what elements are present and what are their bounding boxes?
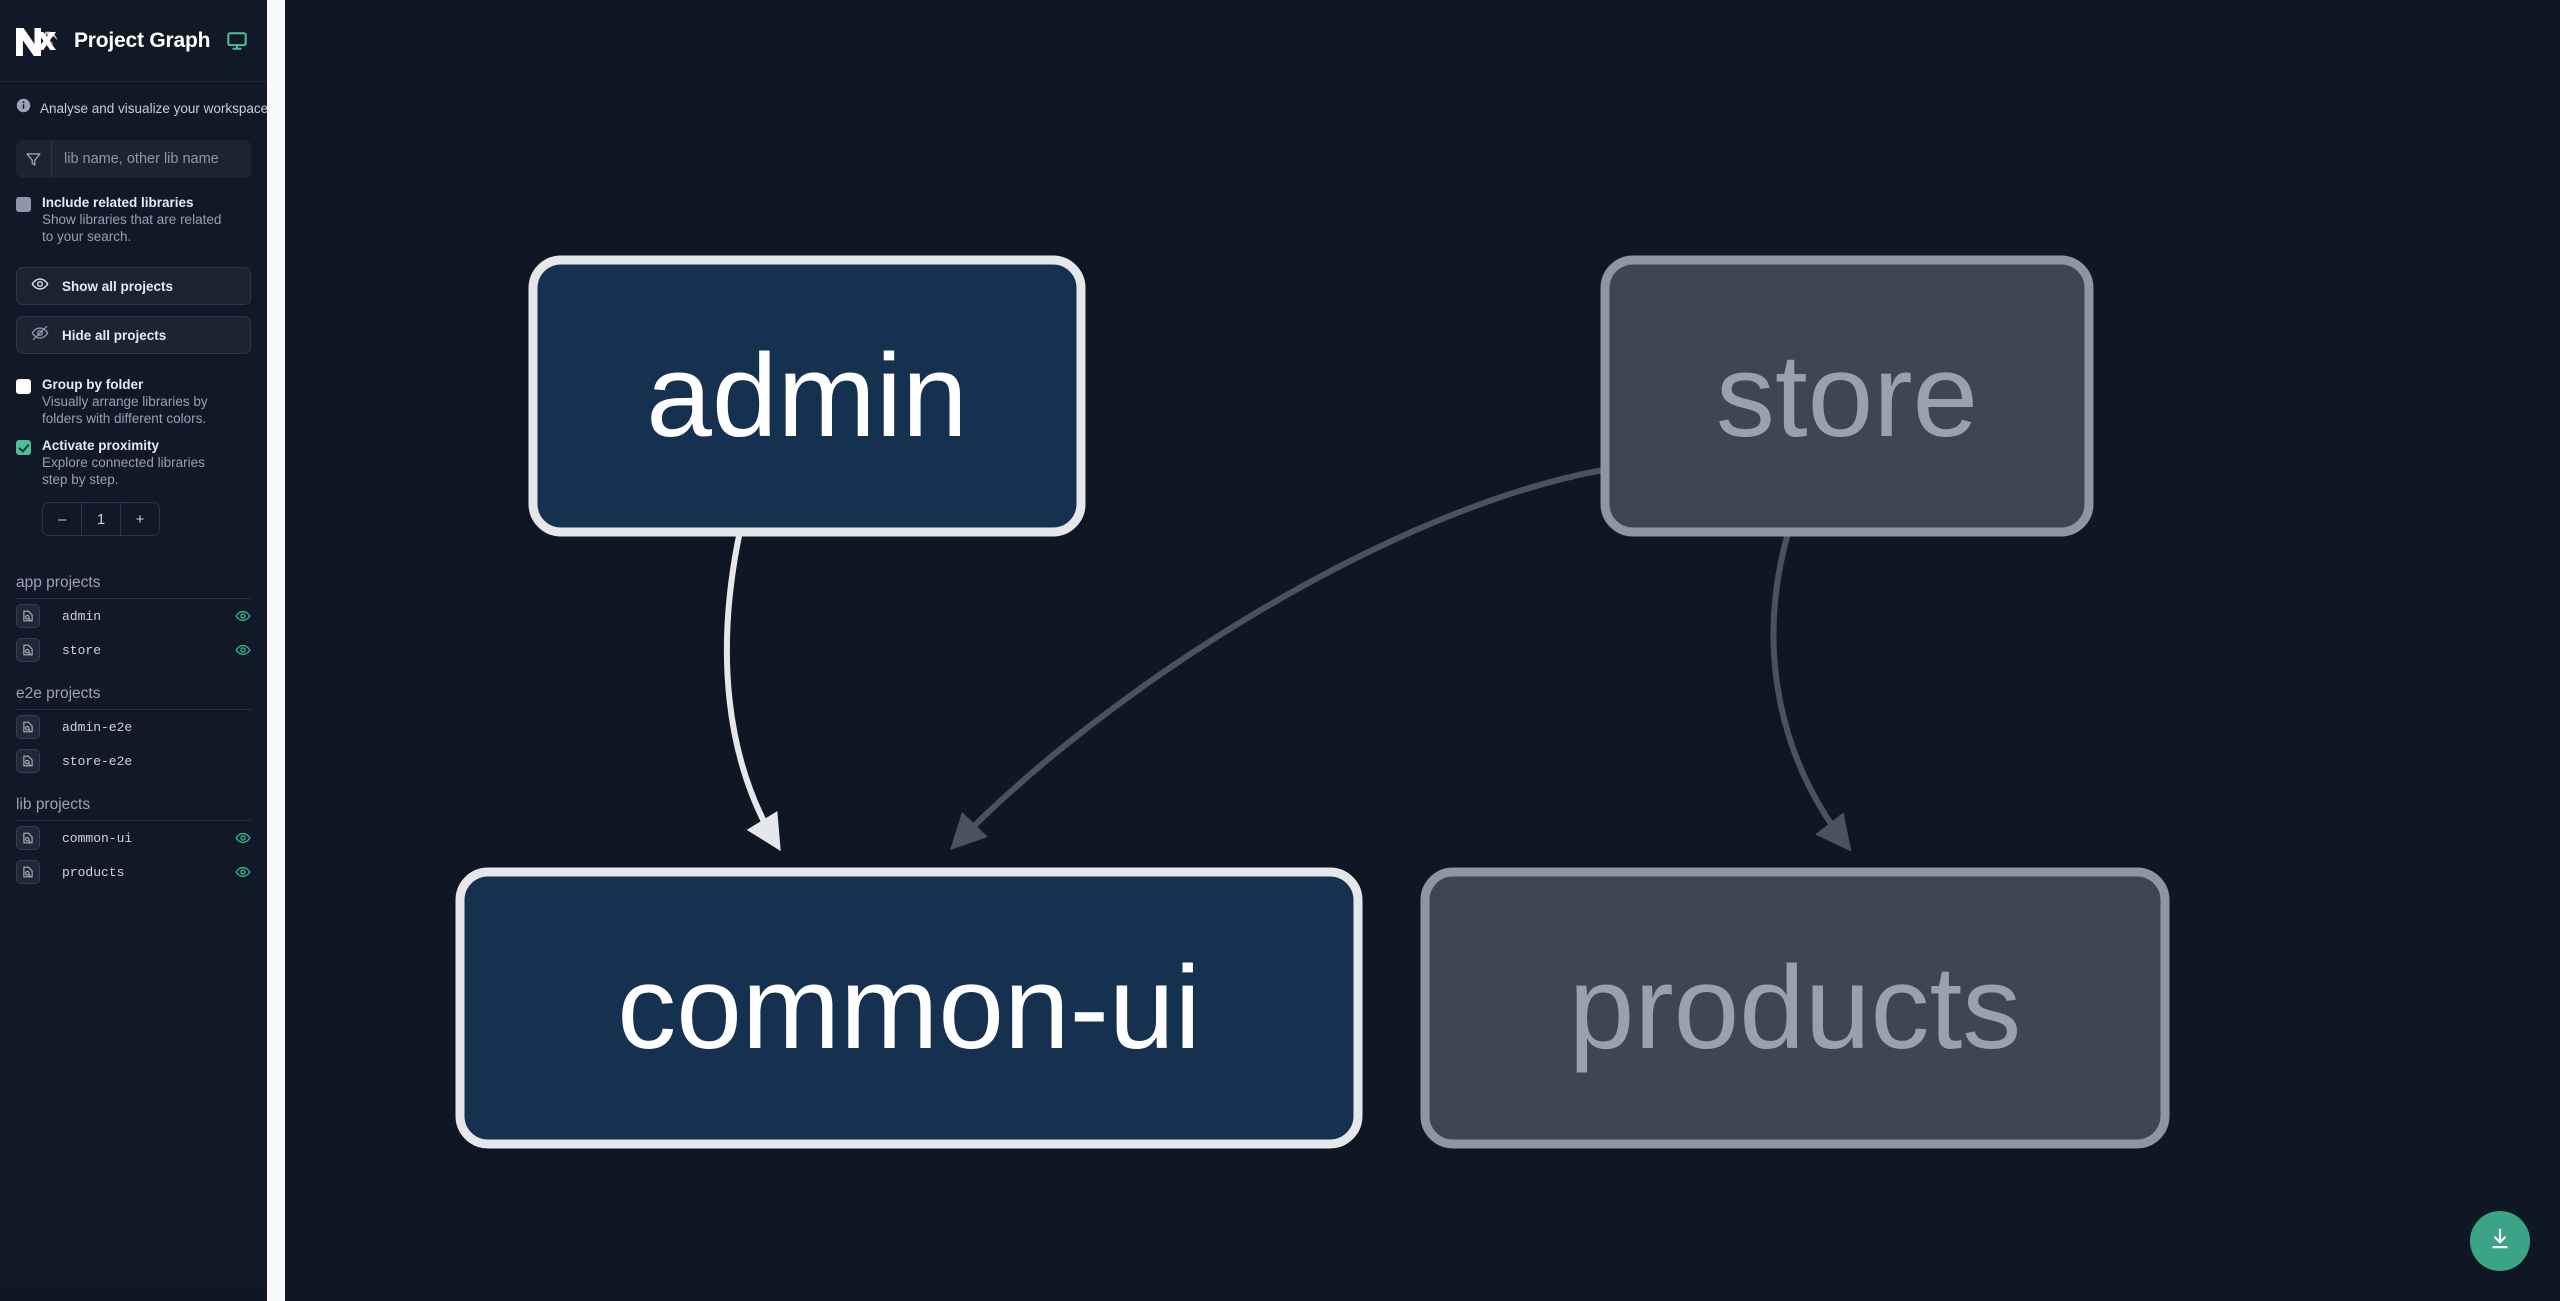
lib-project-icon — [16, 860, 40, 884]
app-project-icon — [16, 604, 40, 628]
lib-project-icon — [16, 826, 40, 850]
graph-nodes: admin store comm — [455, 255, 2170, 1149]
divider — [16, 598, 251, 599]
project-visibility-eye-icon[interactable] — [235, 830, 251, 846]
graph-node-store[interactable]: store — [1600, 255, 2094, 537]
show-all-projects-label: Show all projects — [62, 278, 174, 294]
project-row-store-e2e[interactable]: store-e2e — [0, 744, 267, 778]
option-label: Group by folder — [42, 377, 144, 392]
project-row-admin-e2e[interactable]: admin-e2e — [0, 710, 267, 744]
option-label: Include related libraries — [42, 195, 194, 210]
eye-off-icon — [31, 324, 49, 347]
project-group-app: app projects admin — [0, 574, 267, 667]
node-label-store: store — [1715, 330, 1979, 462]
project-visibility-eye-icon[interactable] — [235, 864, 251, 880]
search-input[interactable] — [52, 140, 251, 178]
sidebar-divider — [267, 0, 285, 1301]
option-description: Explore connected libraries step by step… — [42, 455, 205, 487]
page-title: Project Graph — [74, 28, 211, 52]
divider — [16, 709, 251, 710]
project-name: admin — [62, 608, 102, 624]
option-label: Activate proximity — [42, 438, 160, 453]
proximity-increment-button[interactable]: + — [120, 503, 159, 535]
search-box[interactable] — [16, 140, 251, 178]
sidebar: Project Graph Analyse and visualize your… — [0, 0, 267, 1290]
option-activate-proximity[interactable]: Activate proximity Explore connected lib… — [0, 437, 267, 488]
sidebar-header: Project Graph — [0, 0, 267, 82]
project-name: store-e2e — [62, 753, 133, 769]
edge-store-to-common-ui — [949, 467, 1604, 851]
project-name: products — [62, 864, 125, 880]
graph-edges — [723, 467, 1852, 852]
project-name: common-ui — [62, 830, 133, 846]
app-project-icon — [16, 715, 40, 739]
hide-all-projects-label: Hide all projects — [62, 327, 167, 343]
proximity-stepper[interactable]: – 1 + — [42, 502, 160, 536]
project-row-common-ui[interactable]: common-ui — [0, 821, 267, 855]
project-row-products[interactable]: products — [0, 855, 267, 889]
app-project-icon — [16, 749, 40, 773]
project-group-e2e: e2e projects admin-e2e — [0, 685, 267, 778]
download-button[interactable] — [2470, 1211, 2530, 1271]
show-all-projects-button[interactable]: Show all projects — [16, 267, 251, 305]
group-title: lib projects — [16, 796, 91, 813]
nx-logo-icon — [14, 24, 60, 58]
node-label-products: products — [1568, 942, 2022, 1074]
app-project-icon — [16, 638, 40, 662]
project-name: store — [62, 642, 102, 658]
project-graph-canvas[interactable]: admin store comm — [285, 0, 2560, 1301]
group-title: e2e projects — [16, 685, 101, 702]
project-group-lib: lib projects common-ui — [0, 796, 267, 889]
option-description: Show libraries that are related to your … — [42, 212, 222, 244]
project-visibility-eye-icon[interactable] — [235, 608, 251, 624]
divider — [16, 820, 251, 821]
info-icon — [16, 98, 31, 118]
checkbox-group-by-folder[interactable] — [16, 379, 31, 394]
edge-store-to-products — [1770, 532, 1852, 852]
sidebar-subtitle: Analyse and visualize your workspace. — [40, 100, 267, 116]
project-visibility-eye-icon[interactable] — [235, 642, 251, 658]
project-row-admin[interactable]: admin — [0, 599, 267, 633]
search-wrap — [0, 126, 267, 178]
group-title: app projects — [16, 574, 101, 591]
option-include-related-libraries[interactable]: Include related libraries Show libraries… — [0, 178, 267, 245]
project-row-store[interactable]: store — [0, 633, 267, 667]
checkbox-include-related-libraries[interactable] — [16, 197, 31, 212]
graph-node-admin[interactable]: admin — [528, 255, 1086, 537]
download-icon — [2487, 1226, 2513, 1257]
option-description: Visually arrange libraries by folders wi… — [42, 394, 208, 426]
proximity-value: 1 — [81, 503, 120, 535]
project-name: admin-e2e — [62, 719, 133, 735]
graph-node-products[interactable]: products — [1420, 867, 2170, 1149]
edge-admin-to-common-ui — [723, 530, 781, 852]
monitor-icon[interactable] — [210, 30, 248, 52]
eye-icon — [31, 275, 49, 298]
sidebar-subtitle-row: Analyse and visualize your workspace. — [0, 82, 267, 126]
proximity-decrement-button[interactable]: – — [57, 510, 67, 528]
option-group-by-folder[interactable]: Group by folder Visually arrange librari… — [0, 376, 267, 427]
checkbox-activate-proximity[interactable] — [16, 440, 31, 455]
filter-icon[interactable] — [16, 140, 52, 178]
hide-all-projects-button[interactable]: Hide all projects — [16, 316, 251, 354]
graph-node-common-ui[interactable]: common-ui — [455, 867, 1363, 1149]
node-label-admin: admin — [646, 330, 968, 462]
node-label-common-ui: common-ui — [617, 942, 1201, 1074]
